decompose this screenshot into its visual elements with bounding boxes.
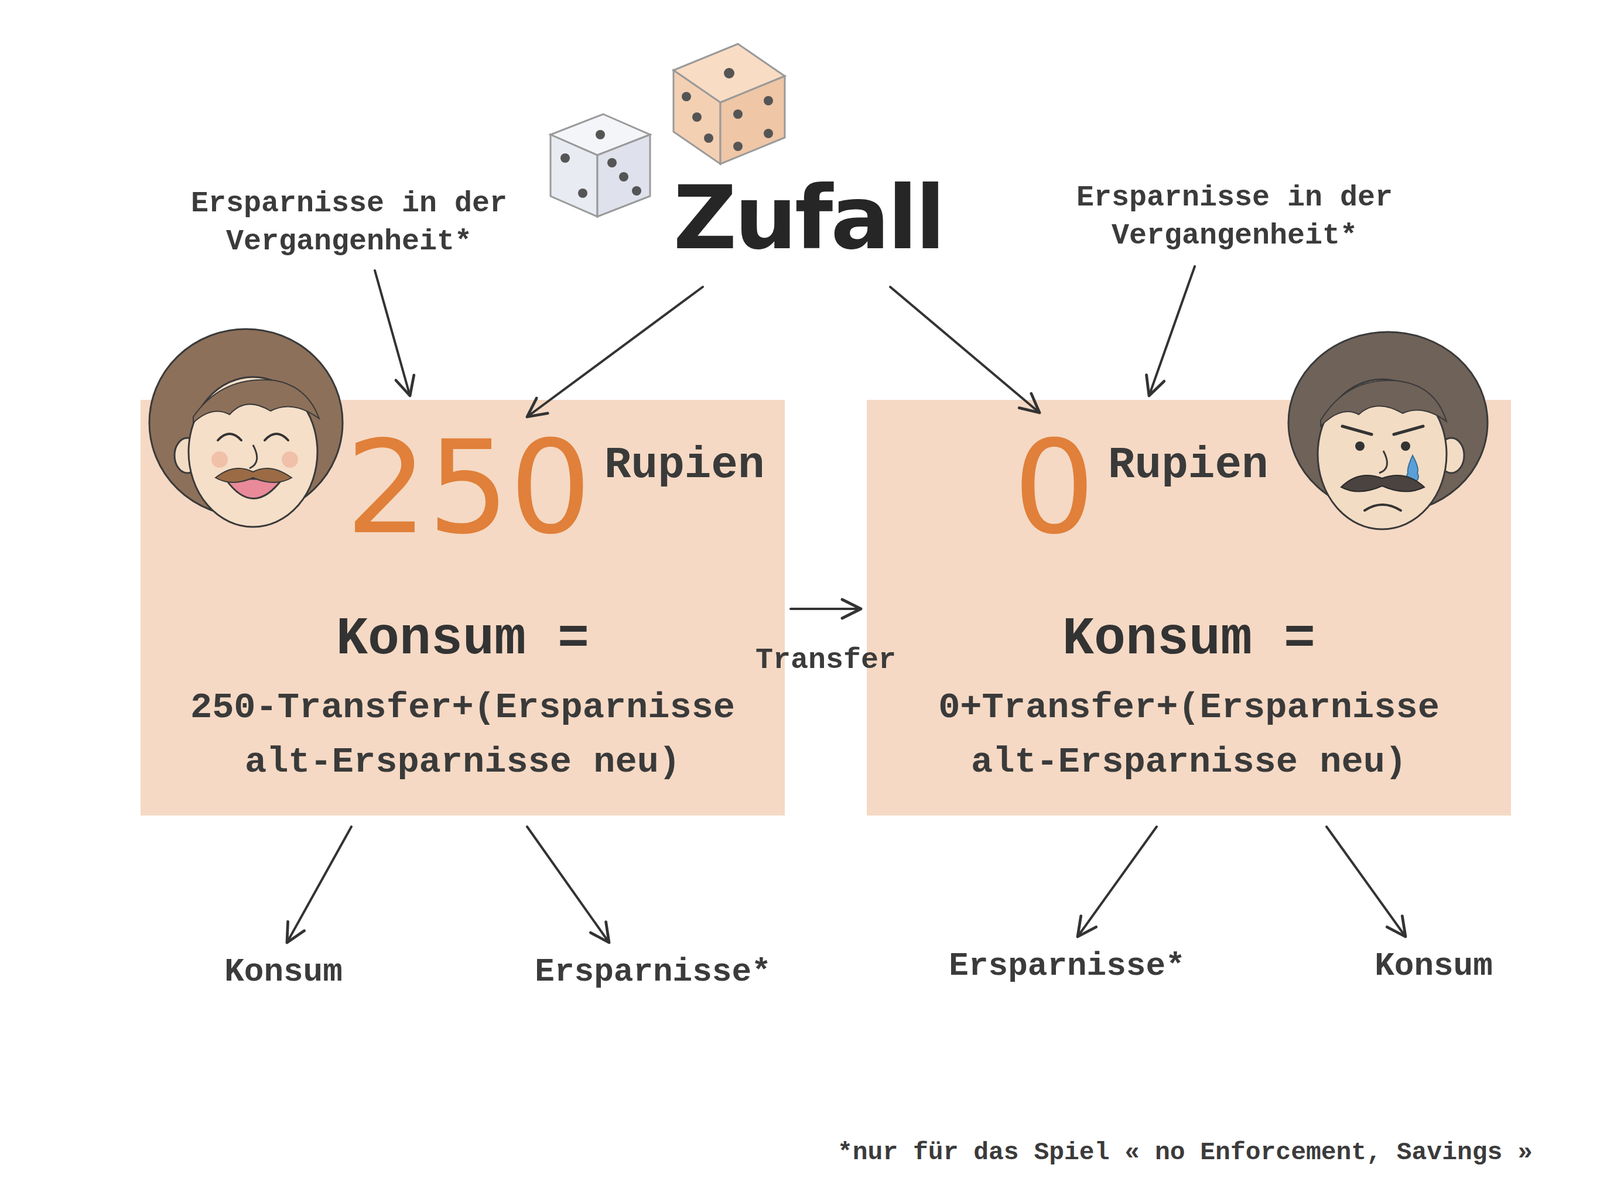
dice-white [550, 134, 598, 217]
currency-unit: Rupien [604, 443, 765, 488]
happy-farmer-face [149, 329, 343, 528]
chance-title: Zufall [673, 169, 944, 267]
leader-arrow [527, 826, 610, 943]
outcome-label: Konsum [1374, 948, 1493, 986]
happy-farmer-face [215, 468, 292, 483]
leader-arrow [374, 270, 410, 396]
dice-orange [681, 91, 692, 102]
happy-farmer-face [211, 451, 228, 468]
dice-orange [723, 67, 735, 79]
savings-callout: Ersparnisse in der Vergangenheit* [1064, 178, 1405, 255]
dice-white [595, 130, 605, 140]
dice-orange [673, 43, 785, 164]
leader-arrow [1149, 266, 1195, 396]
leader-arrow [1326, 826, 1406, 938]
happy-farmer-face [281, 451, 299, 468]
sad-farmer-face [1379, 450, 1388, 474]
dice-orange [720, 76, 785, 164]
dice-white [631, 186, 642, 196]
dice-white [560, 153, 570, 163]
transfer-arrow [790, 607, 861, 611]
leader-arrow [1077, 826, 1157, 938]
sad-farmer-face [1320, 380, 1447, 427]
leader-arrow [527, 286, 703, 417]
sad-farmer-face [1364, 504, 1401, 511]
happy-farmer-face [193, 380, 320, 423]
dice-orange [673, 70, 721, 164]
currency-unit: Rupien [1108, 443, 1269, 488]
formula-text: 0+Transfer+(Ersparnisse alt-Ersparnisse … [893, 680, 1485, 790]
dice-orange [763, 128, 774, 139]
savings-callout: Ersparnisse in der Vergangenheit* [179, 184, 519, 261]
happy-farmer-face [217, 433, 289, 441]
sad-farmer-face [1400, 441, 1411, 451]
sad-farmer-face [1341, 475, 1425, 492]
dice-white [578, 188, 588, 198]
sad-farmer-face [1317, 379, 1447, 530]
footnote: *nur für das Spiel « no Enforcement, Sav… [837, 1139, 1533, 1167]
edge-label: Transfer [755, 643, 897, 679]
leader-arrow [890, 286, 1040, 413]
dice-orange [703, 133, 714, 143]
dice-white [619, 172, 629, 182]
dice-orange [763, 96, 774, 106]
happy-farmer-face [249, 445, 258, 469]
formula-heading: Konsum = [884, 610, 1494, 669]
sad-farmer-face [1288, 332, 1488, 530]
sad-farmer-face [1342, 426, 1424, 435]
amount-number: 250 [345, 423, 592, 553]
formula-text: 250-Transfer+(Ersparnisse alt-Ersparniss… [166, 680, 759, 790]
outcome-label: Konsum [224, 954, 343, 991]
dice-orange [733, 109, 743, 119]
dice-white [550, 114, 651, 217]
leader-arrow [286, 266, 1406, 943]
sad-farmer-face [1355, 441, 1365, 451]
leader-arrow [286, 826, 352, 943]
outcome-label: Ersparnisse* [534, 954, 771, 991]
dice-orange [692, 112, 702, 122]
dice-white [607, 158, 617, 168]
formula-heading: Konsum = [158, 610, 768, 669]
dice-orange [733, 141, 743, 152]
outcome-label: Ersparnisse* [948, 948, 1185, 986]
amount-row: 250 Rupien [345, 423, 768, 553]
dice-white [597, 134, 651, 217]
amount-number: 0 [1013, 423, 1096, 553]
